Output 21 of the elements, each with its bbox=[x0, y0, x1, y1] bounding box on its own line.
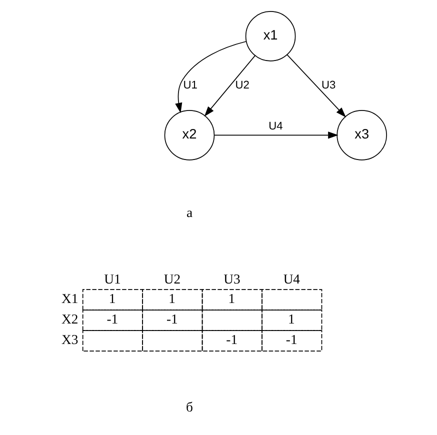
edge-label: U1 bbox=[183, 80, 198, 92]
label: U2 bbox=[164, 271, 181, 286]
label: -1 bbox=[106, 312, 118, 327]
label: 1 bbox=[108, 291, 116, 306]
label: X3 bbox=[62, 332, 78, 348]
label: -1 bbox=[226, 332, 238, 348]
label: 1 bbox=[168, 291, 176, 306]
label: U4 bbox=[283, 271, 300, 286]
label: а bbox=[186, 204, 193, 220]
label: -1 bbox=[286, 332, 298, 348]
label: 1 bbox=[288, 312, 295, 327]
label: U1 bbox=[104, 271, 121, 286]
label: X2 bbox=[62, 312, 78, 327]
label: U3 bbox=[224, 271, 240, 286]
edge-label: U4 bbox=[268, 120, 283, 133]
label: 1 bbox=[228, 291, 236, 306]
edge-label: U2 bbox=[235, 80, 250, 92]
label: б bbox=[186, 399, 193, 414]
label: -1 bbox=[166, 312, 178, 327]
label: X1 bbox=[62, 291, 78, 306]
edge-label: U3 bbox=[321, 80, 336, 92]
